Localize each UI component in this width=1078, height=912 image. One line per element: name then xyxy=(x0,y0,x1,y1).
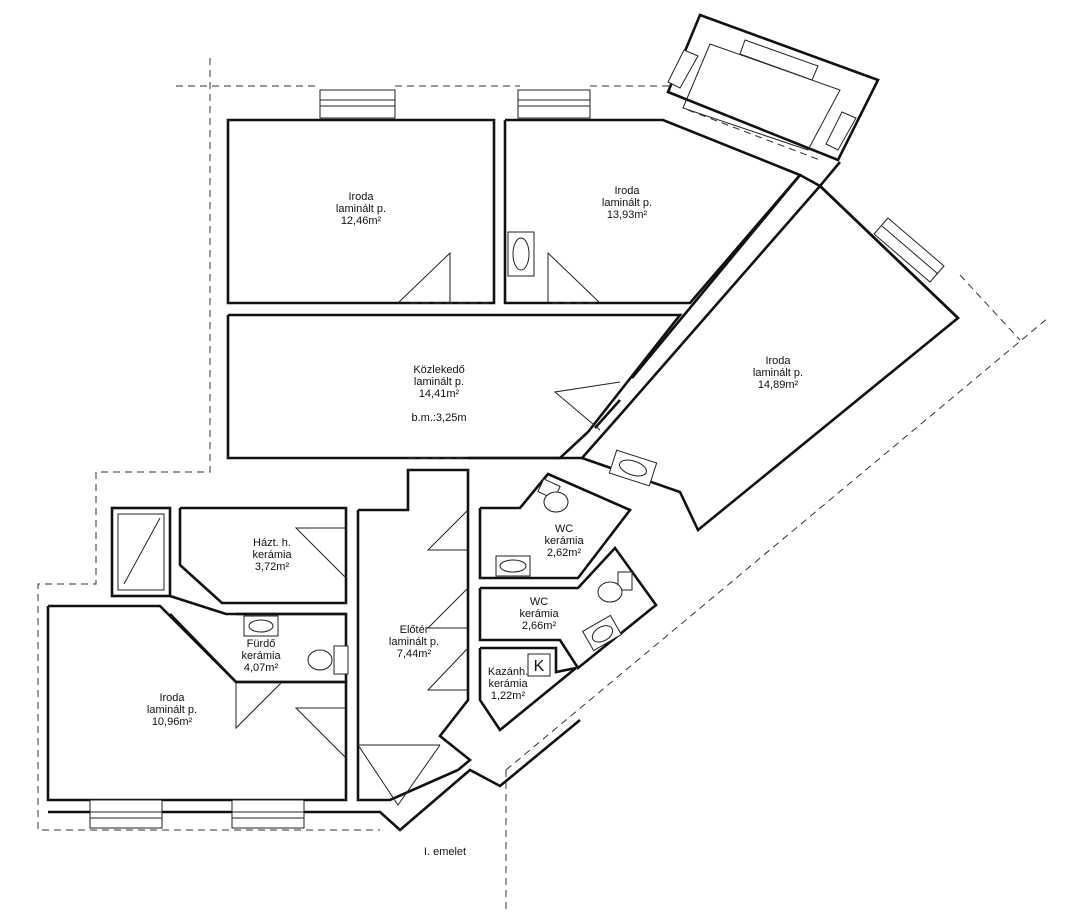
window-6 xyxy=(739,39,819,81)
window-2 xyxy=(517,89,591,119)
door-furdo xyxy=(235,681,283,730)
window-4 xyxy=(231,799,305,829)
door-iroda-2 xyxy=(547,251,601,304)
room-label-line: 12,46m² xyxy=(341,215,382,227)
room-label-line: Közlekedő xyxy=(413,364,464,376)
room-label-line: 10,96m² xyxy=(152,716,193,728)
room-label-line: 7,44m² xyxy=(397,648,432,660)
window-3 xyxy=(89,799,163,829)
door-iroda-1 xyxy=(397,251,451,304)
room-label-line: 13,93m² xyxy=(607,209,648,221)
boiler-box xyxy=(527,653,551,677)
room-label-line: laminált p. xyxy=(336,203,386,215)
room-label-line: b.m.:3,25m xyxy=(411,412,466,424)
room-label-line: 14,89m² xyxy=(758,379,799,391)
room-label-line: Iroda xyxy=(348,191,374,203)
room-label-line: 14,41m² xyxy=(419,388,460,400)
floor-label: I. emelet xyxy=(424,846,466,858)
room-outline-eloter xyxy=(356,468,473,802)
toilet-tank-wc-2 xyxy=(617,571,633,591)
toilet-furdo xyxy=(307,649,333,671)
room-label-line: laminált p. xyxy=(147,704,197,716)
bathtub-frame xyxy=(110,506,172,598)
room-label-line: laminált p. xyxy=(602,197,652,209)
room-label-line: Iroda xyxy=(765,355,791,367)
door-kazanh xyxy=(426,647,469,691)
room-label-line: 4,07m² xyxy=(244,662,279,674)
doors xyxy=(235,251,621,806)
room-outline-iroda-1 xyxy=(226,118,496,305)
room-label-line: laminált p. xyxy=(389,636,439,648)
door-iroda-3 xyxy=(553,381,621,431)
room-label-line: 2,62m² xyxy=(547,547,582,559)
room-label-line: 3,72m² xyxy=(255,561,290,573)
room-label-line: kerámia xyxy=(544,535,584,547)
room-label-line: Kazánh. xyxy=(488,666,528,678)
room-outline-kozlekedo xyxy=(226,313,683,460)
room-label-line: kerámia xyxy=(241,650,281,662)
window-1 xyxy=(319,89,396,119)
room-label-line: Iroda xyxy=(614,185,640,197)
room-label-line: laminált p. xyxy=(753,367,803,379)
room-label-line: Fürdő xyxy=(247,638,276,650)
room-label-line: WC xyxy=(555,523,573,535)
room-label-line: WC xyxy=(530,596,548,608)
window-8 xyxy=(825,111,857,151)
windows xyxy=(89,39,945,829)
door-hazt xyxy=(294,527,347,579)
door-iroda-4 xyxy=(294,707,347,759)
room-label-line: kerámia xyxy=(488,678,528,690)
boiler-mark: K xyxy=(534,658,545,675)
room-outline-hazt xyxy=(178,506,348,605)
door-wc-1 xyxy=(426,509,469,551)
boundary-lines xyxy=(37,58,1049,912)
room-label-line: Előtér xyxy=(400,624,429,636)
toilet-wc-1 xyxy=(543,491,569,513)
room-outline-wc-1 xyxy=(478,472,633,580)
toilet-wc-2 xyxy=(597,581,623,603)
door-entrance xyxy=(357,744,441,806)
room-label-line: Házt. h. xyxy=(253,537,291,549)
window-7 xyxy=(667,49,699,89)
fixtures xyxy=(243,231,658,675)
room-label-line: laminált p. xyxy=(414,376,464,388)
room-outline-iroda-4 xyxy=(46,604,348,802)
door-wc-2 xyxy=(426,587,469,629)
room-label-line: kerámia xyxy=(252,549,292,561)
room-label-line: Iroda xyxy=(159,692,185,704)
room-outline-iroda-2 xyxy=(503,118,803,305)
room-label-line: 2,66m² xyxy=(522,620,557,632)
room-outline-kazanh xyxy=(478,646,577,732)
room-label-line: kerámia xyxy=(519,608,559,620)
toilet-tank-furdo xyxy=(333,645,349,675)
room-label-line: 1,22m² xyxy=(491,690,526,702)
